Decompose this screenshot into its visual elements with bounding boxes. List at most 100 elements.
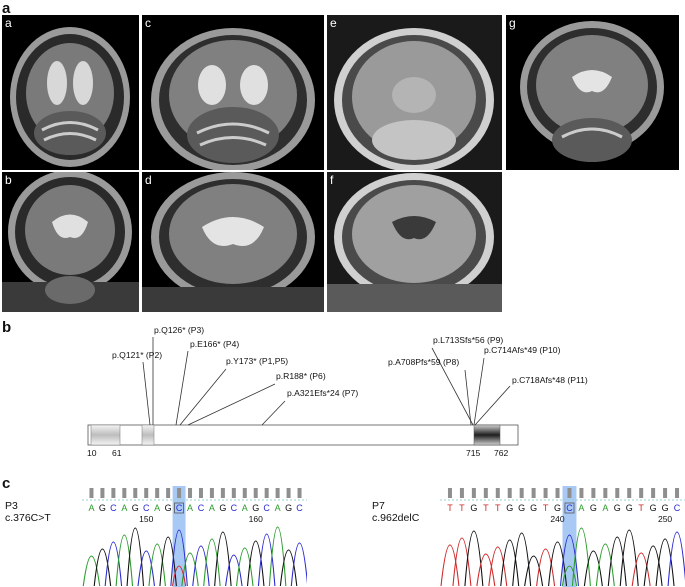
base-call: G: [530, 503, 537, 513]
quality-bar: [100, 488, 105, 498]
quality-bar: [286, 488, 291, 498]
trace-peak: [667, 531, 685, 587]
domain-c-terminal: [473, 424, 501, 446]
base-call: G: [626, 503, 633, 513]
quality-bar: [144, 488, 149, 498]
base-call: G: [590, 503, 597, 513]
base-call: G: [662, 503, 669, 513]
quality-bar: [579, 488, 584, 498]
trace-peak: [655, 538, 675, 587]
base-call: A: [209, 503, 215, 513]
highlight-band: [562, 486, 577, 587]
trace-peak: [512, 532, 532, 587]
trace-peak: [82, 555, 101, 587]
trace-peak: [500, 539, 520, 587]
secondary-peak: [561, 565, 578, 587]
quality-bar: [220, 488, 225, 498]
base-call: G: [132, 503, 139, 513]
patient-label: P3: [5, 500, 18, 512]
mri-image-f: f: [327, 172, 502, 312]
base-call: G: [252, 503, 259, 513]
quality-bar: [231, 488, 236, 498]
quality-bar: [459, 488, 464, 498]
quality-bar: [447, 488, 452, 498]
mutation-line-y173: [179, 368, 227, 426]
trace-peak: [203, 538, 221, 587]
base-call: A: [154, 503, 160, 513]
quality-bar: [275, 488, 280, 498]
quality-bar: [253, 488, 258, 498]
base-call: T: [638, 503, 644, 513]
base-call: G: [99, 503, 106, 513]
highlight-band: [172, 486, 186, 587]
base-call: A: [578, 503, 584, 513]
mutation-lines: [142, 337, 511, 426]
trace-peak: [548, 541, 568, 587]
mutation-label: p.A708Pfs*59 (P8): [388, 357, 460, 367]
trace-peak: [488, 546, 508, 587]
secondary-peak: [171, 565, 187, 587]
quality-bar: [133, 488, 138, 498]
base-call: A: [602, 503, 608, 513]
trace-peak: [524, 555, 544, 587]
trace-peak: [476, 553, 496, 587]
quality-bar: [675, 488, 680, 498]
mutation-line-e166: [175, 350, 189, 426]
mri-image-c: c: [142, 15, 324, 170]
quality-bar: [519, 488, 524, 498]
trace-peak: [159, 536, 177, 587]
quality-bar: [627, 488, 632, 498]
domain-small: [141, 424, 155, 446]
quality-bar: [651, 488, 656, 498]
quality-bar: [483, 488, 488, 498]
trace-peak: [559, 534, 579, 587]
mutation-line-q121: [142, 361, 151, 426]
trace-peak: [290, 542, 307, 587]
sequence-caption-p7: P7 c.962delC: [372, 500, 419, 524]
trace-peak: [148, 543, 166, 587]
trace-peak: [236, 547, 254, 587]
mri-label-b: b: [5, 173, 12, 187]
mutation-line-c714: [473, 357, 485, 426]
mutation-label: p.A321Efs*24 (P7): [287, 388, 359, 398]
mri-label-e: e: [330, 16, 337, 30]
mutation-label: p.Y173* (P1,P5): [226, 356, 289, 366]
base-call: A: [187, 503, 193, 513]
position-label: 10: [87, 448, 97, 458]
base-call: C: [231, 503, 238, 513]
position-label: 715: [466, 448, 481, 458]
mri-label-c: c: [145, 16, 151, 30]
trace-peak: [595, 543, 615, 587]
protein-backbone: [87, 424, 519, 446]
mutation-label: p.R188* (P6): [276, 371, 326, 381]
base-call: A: [121, 503, 127, 513]
position-tick: 240: [550, 514, 564, 524]
mutation-label: p.Q126* (P3): [154, 325, 205, 335]
trace-peak: [214, 531, 232, 587]
quality-bar: [471, 488, 476, 498]
base-call: C: [198, 503, 205, 513]
base-call: C: [674, 503, 681, 513]
quality-bar: [495, 488, 500, 498]
mutation-line-a708: [464, 369, 472, 426]
mutation-label: p.Q121* (P2): [112, 350, 163, 360]
trace-peak: [257, 533, 276, 587]
quality-bar: [242, 488, 247, 498]
protein-diagram: [87, 337, 519, 446]
quality-bar: [188, 488, 193, 498]
quality-bar: [531, 488, 536, 498]
trace-peak: [279, 549, 298, 587]
mutation-line-a321: [261, 400, 286, 426]
mri-image-g: g: [506, 15, 679, 170]
mri-image-b: b: [2, 172, 139, 312]
trace-peak: [643, 545, 663, 587]
trace-peak: [104, 541, 123, 587]
mutation-label: p.C718Afs*48 (P11): [512, 375, 588, 385]
mri-image-a: a: [2, 15, 139, 170]
trace-peak: [93, 548, 112, 587]
trace-peak: [536, 548, 556, 587]
quality-bar: [177, 488, 182, 498]
mri-label-a: a: [5, 16, 12, 30]
base-call: C: [263, 503, 270, 513]
